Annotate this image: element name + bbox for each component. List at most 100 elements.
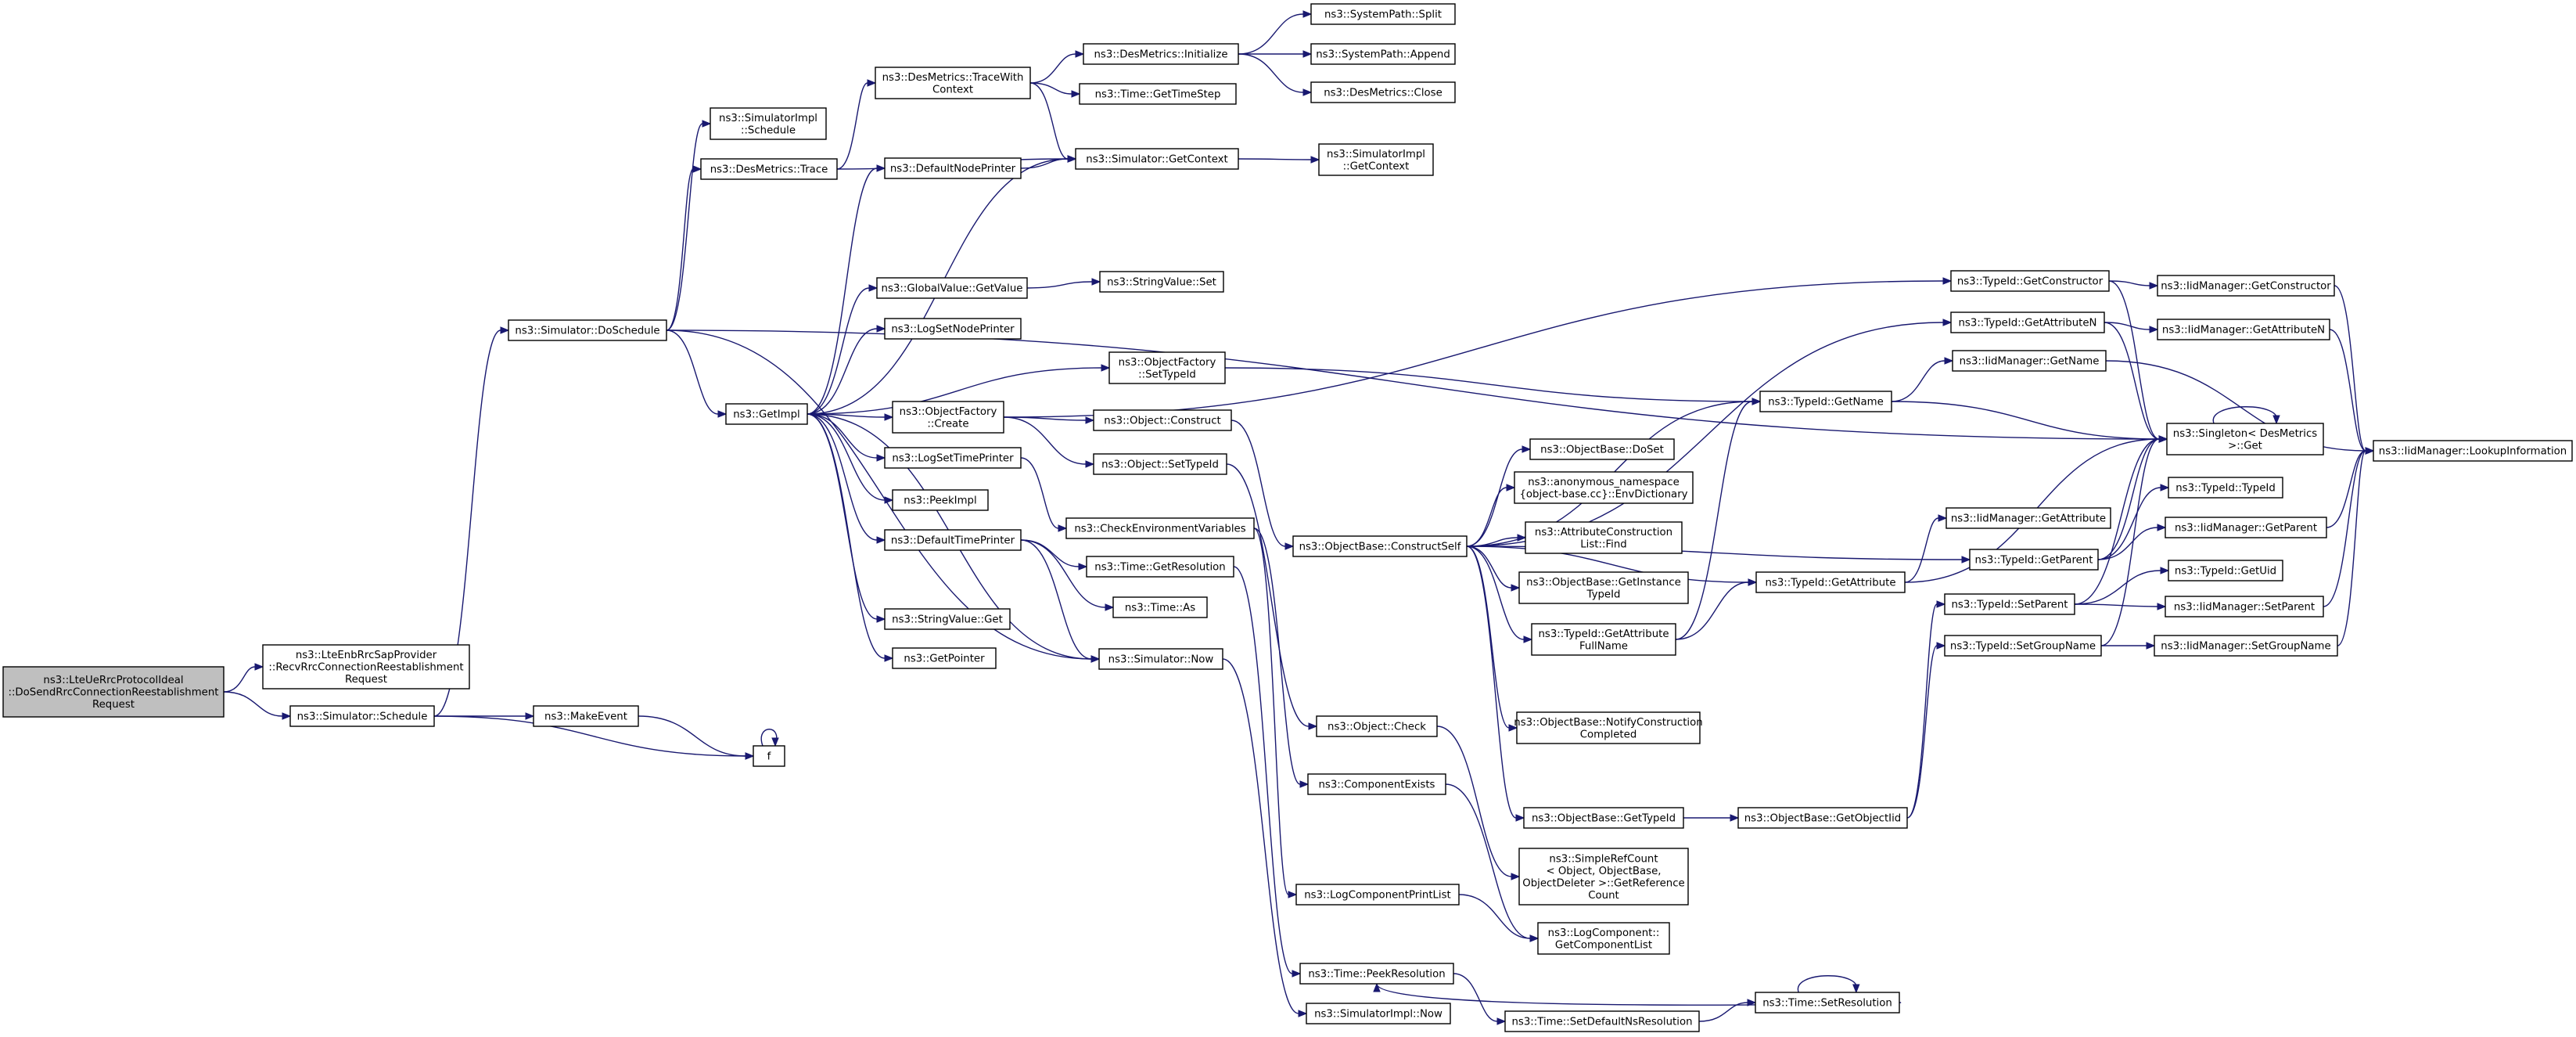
node-iidgetctor[interactable]: ns3::IidManager::GetConstructor	[2157, 275, 2335, 297]
node-label: ns3::TypeId::GetAttributeN	[1959, 318, 2097, 329]
node-getobjtid[interactable]: ns3::ObjectBase::GetObjectIid	[1737, 807, 1908, 829]
node-lognode[interactable]: ns3::LogSetNodePrinter	[884, 318, 1022, 340]
node-label: ns3::Simulator::Now	[1108, 654, 1214, 666]
node-getctx[interactable]: ns3::Simulator::GetContext	[1075, 148, 1239, 170]
node-svset[interactable]: ns3::StringValue::Set	[1099, 271, 1224, 293]
node-label: ns3::GetImpl	[733, 409, 799, 421]
node-label: ::RecvRrcConnectionReestablishment	[268, 662, 463, 674]
node-objcheck[interactable]: ns3::Object::Check	[1316, 715, 1438, 737]
node-checkenv[interactable]: ns3::CheckEnvironmentVariables	[1065, 517, 1255, 539]
node-getptr[interactable]: ns3::GetPointer	[892, 647, 997, 669]
node-sched[interactable]: ns3::Simulator::Schedule	[289, 705, 435, 727]
node-compexists[interactable]: ns3::ComponentExists	[1307, 773, 1446, 795]
node-constructself[interactable]: ns3::ObjectBase::ConstructSelf	[1292, 535, 1468, 557]
node-logtime[interactable]: ns3::LogSetTimePrinter	[884, 447, 1022, 469]
node-dmclose[interactable]: ns3::DesMetrics::Close	[1310, 81, 1456, 103]
node-simimplsched[interactable]: ns3::SimulatorImpl::Schedule	[710, 107, 827, 140]
node-singleton[interactable]: ns3::Singleton< DesMetrics>::Get	[2166, 423, 2324, 455]
node-tidgetparent[interactable]: ns3::TypeId::GetParent	[1969, 549, 2099, 571]
node-lookup[interactable]: ns3::IidManager::LookupInformation	[2373, 440, 2573, 462]
edge-arrowhead	[1508, 724, 1518, 732]
node-iidsetparent[interactable]: ns3::IidManager::SetParent	[2165, 596, 2324, 618]
node-defnode[interactable]: ns3::DefaultNodePrinter	[884, 157, 1022, 179]
node-box	[533, 705, 639, 727]
edge-getimpl-to-deftime	[807, 413, 886, 544]
edge-line	[836, 82, 868, 170]
node-getres[interactable]: ns3::Time::GetResolution	[1086, 556, 1234, 578]
node-dosched[interactable]: ns3::Simulator::DoSchedule	[508, 319, 667, 341]
edge-checkenv-to-logcompprint	[1253, 528, 1298, 898]
edge-arrowhead	[1515, 814, 1525, 822]
edge-arrowhead	[717, 410, 728, 418]
node-tidgetattr[interactable]: ns3::TypeId::GetAttribute	[1755, 571, 1906, 593]
node-iidgetparent[interactable]: ns3::IidManager::GetParent	[2165, 517, 2327, 538]
node-box	[884, 157, 1022, 179]
node-objconstruct[interactable]: ns3::Object::Construct	[1093, 409, 1232, 431]
node-doset[interactable]: ns3::ObjectBase::DoSet	[1529, 438, 1675, 460]
edge-line	[433, 715, 746, 757]
node-getimpl[interactable]: ns3::GetImpl	[725, 403, 808, 425]
edge-line	[1253, 528, 1289, 895]
node-notify[interactable]: ns3::ObjectBase::NotifyConstructionCompl…	[1514, 711, 1703, 744]
node-gvget[interactable]: ns3::GlobalValue::GetValue	[876, 277, 1028, 299]
node-iidgetattr[interactable]: ns3::IidManager::GetAttribute	[1945, 507, 2111, 529]
node-makeev[interactable]: ns3::MakeEvent	[533, 705, 639, 727]
edge-line	[807, 413, 878, 459]
node-tidgetctor[interactable]: ns3::TypeId::GetConstructor	[1950, 270, 2110, 292]
edge-iidgetctor-to-lookup	[2333, 285, 2375, 455]
node-setdefns[interactable]: ns3::Time::SetDefaultNsResolution	[1504, 1010, 1700, 1032]
node-label: ns3::DefaultNodePrinter	[890, 164, 1016, 175]
node-label: ns3::Object::SetTypeId	[1101, 459, 1219, 471]
node-label: ns3::TypeId::GetConstructor	[1957, 276, 2104, 288]
node-label: ns3::LogComponentPrintList	[1304, 890, 1451, 902]
node-label: ns3::ObjectBase::GetInstance	[1526, 577, 1681, 589]
node-logcompprint[interactable]: ns3::LogComponentPrintList	[1295, 884, 1460, 906]
node-objsettid[interactable]: ns3::Object::SetTypeId	[1093, 453, 1227, 475]
node-obgettid[interactable]: ns3::ObjectBase::GetTypeId	[1523, 807, 1684, 829]
node-envdict[interactable]: ns3::anonymous_namespace{object-base.cc}…	[1514, 471, 1694, 504]
node-simpleref[interactable]: ns3::SimpleRefCount< Object, ObjectBase,…	[1518, 848, 1689, 906]
node-tidgetattrn[interactable]: ns3::TypeId::GetAttributeN	[1950, 311, 2105, 333]
node-ofcreate[interactable]: ns3::ObjectFactory::Create	[892, 401, 1004, 434]
node-recv[interactable]: ns3::LteEnbRrcSapProvider::RecvRrcConnec…	[262, 644, 470, 690]
node-getcomplist[interactable]: ns3::LogComponent::GetComponentList	[1537, 922, 1670, 955]
node-tidgetname[interactable]: ns3::TypeId::GetName	[1759, 391, 1892, 412]
node-tidsetparent[interactable]: ns3::TypeId::SetParent	[1944, 593, 2075, 615]
node-implctx[interactable]: ns3::SimulatorImpl::GetContext	[1318, 143, 1434, 176]
node-ofsettid[interactable]: ns3::ObjectFactory::SetTypeId	[1108, 351, 1226, 384]
edge-getres-to-peekres	[1233, 566, 1302, 978]
node-tidgetuid[interactable]: ns3::TypeId::GetUid	[2168, 560, 2283, 582]
node-svget[interactable]: ns3::StringValue::Get	[884, 608, 1011, 630]
node-simnow[interactable]: ns3::Simulator::Now	[1098, 648, 1223, 670]
node-label: Context	[932, 84, 973, 95]
node-deftime[interactable]: ns3::DefaultTimePrinter	[884, 529, 1022, 551]
node-dmtrace[interactable]: ns3::DesMetrics::Trace	[700, 158, 838, 180]
node-append[interactable]: ns3::SystemPath::Append	[1310, 43, 1456, 65]
node-label: ns3::PeekImpl	[904, 495, 976, 507]
node-setres[interactable]: ns3::Time::SetResolution	[1755, 992, 1900, 1014]
edge-arrowhead	[2160, 484, 2170, 491]
node-split[interactable]: ns3::SystemPath::Split	[1310, 3, 1456, 25]
node-iidgetattrn[interactable]: ns3::IidManager::GetAttributeN	[2157, 319, 2330, 340]
node-tidtypeid[interactable]: ns3::TypeId::TypeId	[2168, 477, 2283, 499]
node-iidgetname[interactable]: ns3::IidManager::GetName	[1952, 350, 2107, 372]
node-label: ns3::LogSetTimePrinter	[892, 453, 1014, 465]
node-peekimpl[interactable]: ns3::PeekImpl	[892, 489, 989, 511]
node-peekres[interactable]: ns3::Time::PeekResolution	[1299, 963, 1454, 985]
node-dminit[interactable]: ns3::DesMetrics::Initialize	[1083, 43, 1239, 65]
edge-ofcreate-to-tidgetctor	[1003, 277, 1953, 418]
edge-line	[666, 168, 694, 331]
node-implnow[interactable]: ns3::SimulatorImpl::Now	[1306, 1003, 1451, 1024]
node-timestep[interactable]: ns3::Time::GetTimeStep	[1079, 83, 1237, 105]
node-f[interactable]: f	[753, 745, 785, 767]
edge-getobjtid-to-tidsetgroup	[1906, 642, 1946, 819]
node-timeas[interactable]: ns3::Time::As	[1112, 596, 1208, 618]
node-tidsetgroup[interactable]: ns3::TypeId::SetGroupName	[1944, 635, 2102, 657]
node-label: ns3::DesMetrics::TraceWith	[882, 72, 1024, 84]
edge-line	[1466, 546, 1525, 640]
node-iidsetgroup[interactable]: ns3::IidManager::SetGroupName	[2154, 635, 2338, 657]
